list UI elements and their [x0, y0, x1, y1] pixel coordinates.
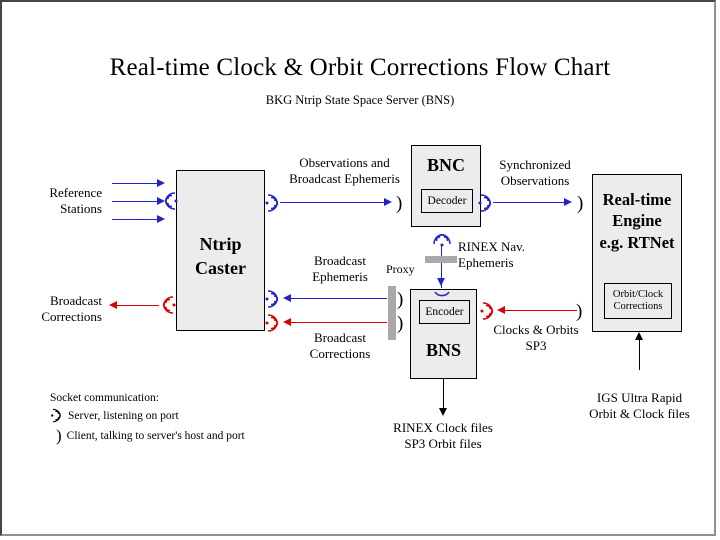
arrow-broadcast-corrections-left-line: [117, 305, 159, 306]
arrow-synchronized-observations-line: [493, 202, 566, 203]
legend-item-client-label: Client, talking to server's host and por…: [66, 429, 245, 442]
arrow-observations-line: [280, 202, 385, 203]
label-broadcast-ephemeris: Broadcast Ephemeris: [312, 253, 368, 284]
label-reference-stations: Reference Stations: [49, 185, 102, 216]
bns-label: BNS: [425, 340, 461, 360]
legend-item-server-label: Server, listening on port: [68, 409, 179, 422]
server-socket-icon-bnc-sync: [478, 192, 492, 214]
bns-encoder-module[interactable]: Encoder: [419, 300, 470, 324]
node-bns[interactable]: Encoder BNS: [410, 289, 477, 379]
label-igs-ultra-rapid: IGS Ultra Rapid Orbit & Clock files: [589, 390, 690, 421]
page-subtitle: BKG Ntrip State Space Server (BNS): [265, 93, 455, 107]
page-title: Real-time Clock & Orbit Corrections Flow…: [109, 54, 611, 81]
client-socket-icon-rte-sync: ): [577, 193, 584, 214]
node-real-time-engine[interactable]: Real-time Engine e.g. RTNet Orbit/Clock …: [592, 174, 682, 332]
arrow-ref-station-1-head: [157, 179, 165, 187]
bnc-decoder-module[interactable]: Decoder: [421, 189, 473, 213]
label-proxy: Proxy: [386, 262, 415, 276]
label-broadcast-corrections-mid: Broadcast Corrections: [309, 330, 371, 361]
arrow-rinex-nav-line: [441, 246, 442, 288]
bnc-label: BNC: [426, 155, 465, 175]
arrow-rinex-files-head: [439, 408, 447, 416]
legend-item-server: Server, listening on port: [50, 407, 350, 424]
client-socket-icon-bns-nav: [434, 286, 450, 304]
proxy-bar: [388, 286, 396, 340]
arrow-clocks-orbits-head: [497, 306, 505, 314]
arrow-synchronized-observations-head: [564, 198, 572, 206]
server-socket-icon-bns-clocks: [480, 300, 494, 322]
legend-item-client: ) Client, talking to server's host and p…: [50, 427, 350, 444]
label-rinex-clock-sp3-files: RINEX Clock files SP3 Orbit files: [393, 420, 493, 451]
label-clocks-and-orbits-sp3: Clocks & Orbits SP3: [493, 322, 579, 353]
arrow-clocks-orbits-line: [505, 310, 577, 311]
arrow-ref-station-3-head: [157, 215, 165, 223]
client-socket-icon-rte-clocks: ): [576, 301, 583, 322]
node-bnc[interactable]: BNC Decoder: [411, 145, 481, 227]
client-socket-icon-bns-bcc: ): [397, 313, 404, 334]
arrow-ref-station-2-line: [112, 201, 158, 202]
arrow-ref-station-3-line: [112, 219, 158, 220]
arrow-broadcast-corrections-left-head: [109, 301, 117, 309]
orbit-clock-corrections-module[interactable]: Orbit/Clock Corrections: [604, 283, 672, 319]
label-broadcast-corrections-left: Broadcast Corrections: [41, 293, 102, 324]
arrow-observations-head: [384, 198, 392, 206]
node-ntrip-caster[interactable]: Ntrip Caster: [176, 170, 265, 331]
client-socket-icon-bnc-obs: ): [396, 193, 403, 214]
arrow-broadcast-ephemeris-line: [291, 298, 387, 299]
server-socket-icon-caster-obs: [265, 192, 279, 214]
proxy-relay-bar-vertical: [425, 256, 457, 263]
server-socket-icon-caster-bcc: [265, 312, 279, 334]
real-time-engine-label: Real-time Engine e.g. RTNet: [599, 190, 675, 252]
ntrip-caster-label: Ntrip Caster: [195, 234, 246, 278]
arrow-ref-station-2-head: [157, 197, 165, 205]
client-socket-icon-bns-bce: ): [397, 289, 404, 310]
arrow-ref-station-1-line: [112, 183, 158, 184]
arrow-igs-ultra-rapid-line: [639, 335, 640, 370]
arrow-broadcast-corrections-mid-line: [291, 322, 387, 323]
arrow-broadcast-ephemeris-head: [283, 294, 291, 302]
client-socket-icon: ): [56, 426, 62, 445]
label-synchronized-observations: Synchronized Observations: [499, 157, 571, 188]
legend-heading: Socket communication:: [50, 392, 159, 404]
label-observations-and-broadcast-ephemeris: Observations and Broadcast Ephemeris: [289, 155, 400, 186]
arrow-rinex-files-line: [443, 379, 444, 411]
arrow-broadcast-corrections-mid-head: [283, 318, 291, 326]
server-socket-icon-caster-out: [162, 294, 176, 316]
server-socket-icon: [50, 407, 63, 424]
legend: Socket communication: Server, listening …: [50, 392, 350, 444]
server-socket-icon-caster-in: [164, 190, 178, 212]
arrow-igs-ultra-rapid-head: [635, 332, 643, 340]
server-socket-icon-bnc-nav: [431, 233, 453, 247]
server-socket-icon-caster-bce: [265, 288, 279, 310]
label-rinex-nav-ephemeris: RINEX Nav. Ephemeris: [458, 239, 526, 270]
arrow-rinex-nav-head: [437, 278, 445, 286]
